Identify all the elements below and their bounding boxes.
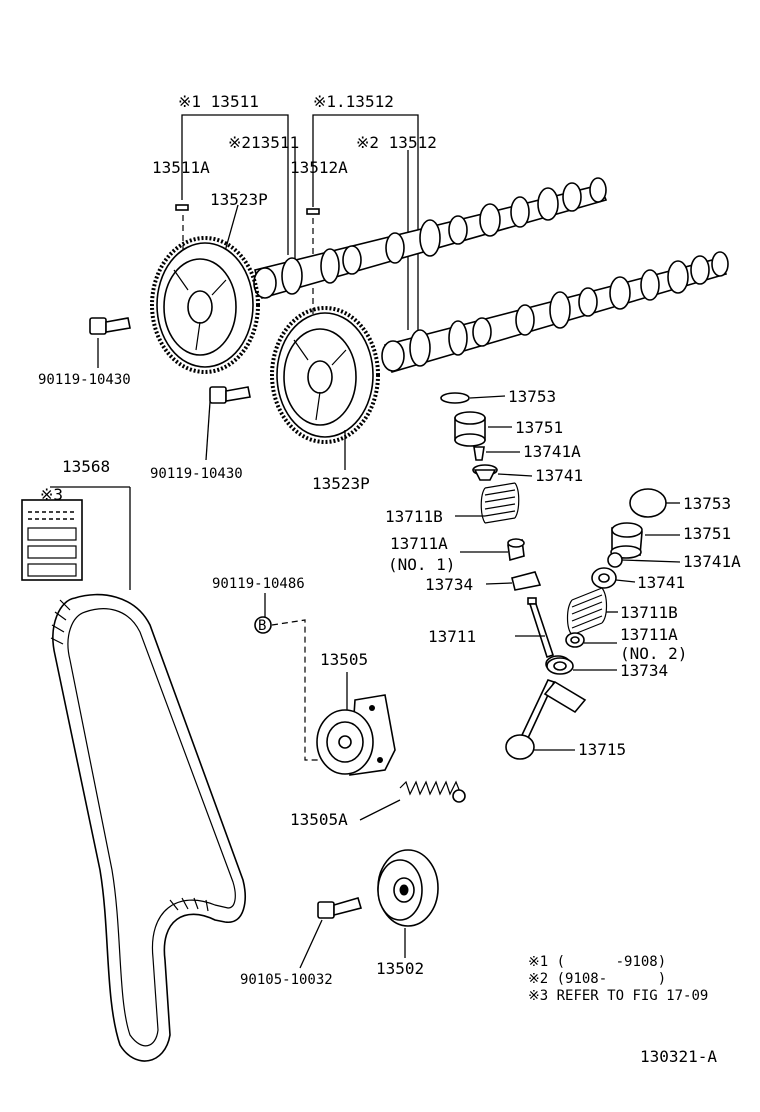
valve-keeper-13741A-b [607,552,623,568]
dashed-leader-b [271,619,330,761]
label-note3-box: ※3 [40,485,63,504]
dowel-pin-13512A [306,208,320,215]
cam-pulley-lower [270,306,380,444]
label-13741A-b: 13741A [683,552,741,571]
label-13751-a: 13751 [515,418,563,437]
label-13753-a: 13753 [508,387,556,406]
label-13711B-b: 13711B [620,603,678,622]
idler-pulley-13502 [377,849,439,927]
bolt-90105-10032 [317,897,363,919]
valve-spring-13711B-a [480,482,520,524]
camshaft-upper [253,177,608,299]
dowel-pin-13511A [175,204,189,211]
label-13711B-a: 13711B [385,507,443,526]
note-2: ※2 (9108- ) [528,971,666,987]
label-no1: (NO. 1) [388,555,455,574]
valve-keeper-13741A-a [473,446,485,461]
label-90119-10486: 90119-10486 [212,576,305,592]
label-13734-b: 13734 [620,661,668,680]
label-13512-note1: ※1.13512 [313,92,394,111]
note-1: ※1 ( -9108) [528,954,666,970]
b-marker [254,616,272,634]
label-13505A: 13505A [290,810,348,829]
valve-seal-13734-b [546,657,574,675]
label-13523P-bottom: 13523P [312,474,370,493]
cam-pulley-upper [150,236,260,374]
label-13512A: 13512A [290,158,348,177]
leader-90119-10430-b [205,401,211,461]
valve-spring-13711B-b [566,587,608,636]
label-13511-note1: ※1 13511 [178,92,259,111]
label-13711A-a: 13711A [390,534,448,553]
valve-seal-13734-a [511,571,542,591]
note-3: ※3 REFER TO FIG 17-09 [528,988,708,1004]
label-13505: 13505 [320,650,368,669]
label-13741A-a: 13741A [523,442,581,461]
valve-lifter-13751-a [454,411,486,447]
valve-shim-13753-a [440,392,470,404]
label-90119-10430-a: 90119-10430 [38,372,131,388]
label-13512-note2: ※2 13512 [356,133,437,152]
leader-90105-10032 [299,919,323,969]
leader-13505A [359,799,401,821]
label-13751-b: 13751 [683,524,731,543]
label-90105-10032: 90105-10032 [240,972,333,988]
spring-retainer-13741-a [472,464,498,481]
valve-13715 [505,679,587,760]
bolt-90119-10430-b [209,386,251,404]
label-13715: 13715 [578,740,626,759]
label-13523P-top: 13523P [210,190,268,209]
label-b-marker: B [258,618,266,634]
spring-retainer-13741-b [591,567,617,589]
valve-seat-13711A-b [565,632,585,648]
label-90119-10430-b: 90119-10430 [150,466,243,482]
timing-belt [50,593,246,1062]
bolt-90119-10430-a [89,317,131,335]
label-13741-b: 13741 [637,573,685,592]
label-13741-a: 13741 [535,466,583,485]
label-13734-a: 13734 [425,575,473,594]
tension-spring-13505A [399,780,466,803]
tensioner-pulley-13505 [316,694,396,776]
label-13502: 13502 [376,959,424,978]
reference-box-note3 [21,499,83,581]
label-13568: 13568 [62,457,110,476]
label-13711A-b: 13711A [620,625,678,644]
label-13511A: 13511A [152,158,210,177]
label-13511-note2: ※213511 [228,133,299,152]
label-no2: (NO. 2) [620,644,687,663]
label-13711: 13711 [428,627,476,646]
valve-seat-13711A-a [507,538,525,562]
figure-id: 130321-A [640,1047,717,1066]
valve-shim-13753-b [629,488,667,518]
label-13753-b: 13753 [683,494,731,513]
camshaft-lower [381,251,729,374]
